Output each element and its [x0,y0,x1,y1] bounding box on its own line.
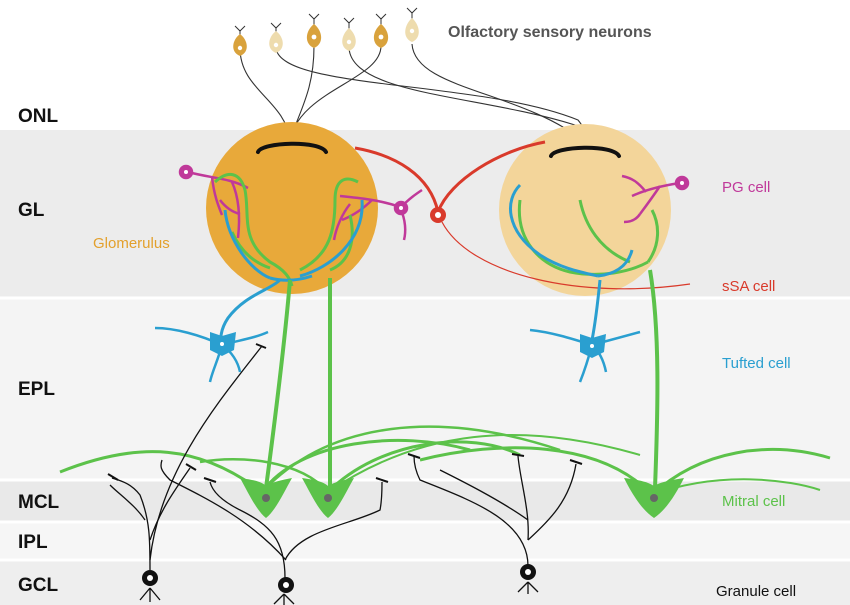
osn-cell [342,18,356,51]
glomerulus-left [206,122,378,294]
osn-cell [307,14,321,48]
osn-axon [349,48,585,142]
glomerulus-label: Glomerulus [93,235,170,252]
osn-cell [374,14,388,48]
layer-label-gcl: GCL [18,575,59,596]
mitral-cell-label: Mitral cell [722,493,785,510]
osn-title: Olfactory sensory neurons [448,24,652,41]
layer-label-ipl: IPL [18,532,48,553]
glomerulus-right [499,124,671,296]
tufted-cell-label: Tufted cell [722,355,791,372]
layer-label-gl: GL [18,200,45,221]
layer-label-epl: EPL [18,379,55,400]
osn-axon [412,44,585,142]
pg-cell-label: PG cell [722,179,770,196]
layer-label-onl: ONL [18,106,59,127]
granule-cell-label: Granule cell [716,583,796,600]
osn-cell [233,26,247,56]
ssa-cell-label: sSA cell [722,278,775,295]
gl-band [0,130,850,298]
ipl-band [0,522,850,560]
osn-cell [405,8,419,42]
osn-cell [269,23,283,53]
layer-label-mcl: MCL [18,492,60,513]
